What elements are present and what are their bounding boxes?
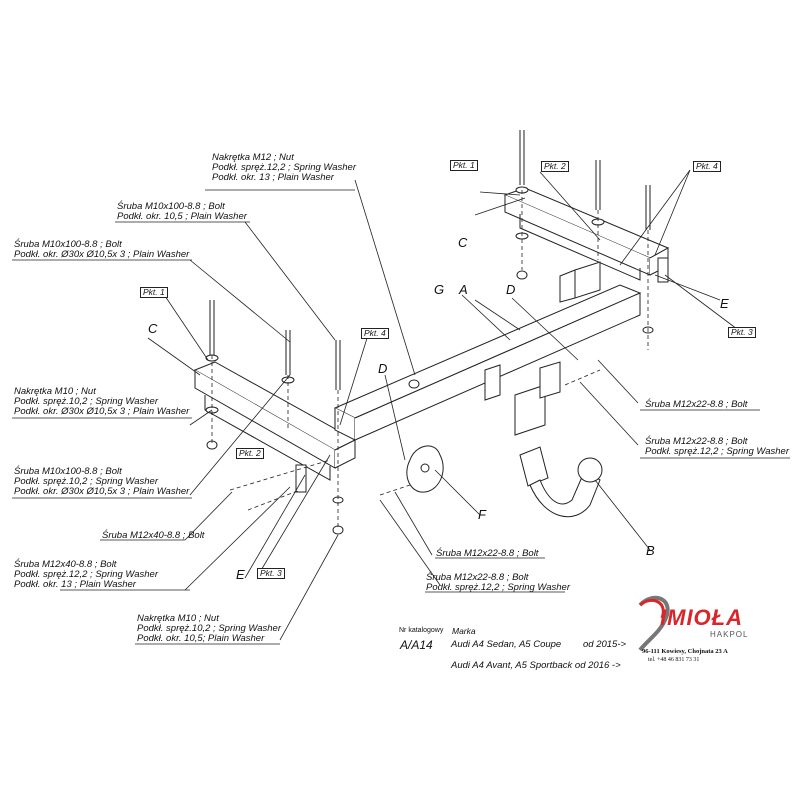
company-logo-text: IMIOŁA	[660, 605, 743, 630]
label-nut-m10-set: Nakrętka M10 ; Nut Podkł. spręż.10,2 ; S…	[137, 614, 281, 644]
label-bolt-m10-top: Śruba M10x100-8.8 ; Bolt Podkł. okr. 10,…	[117, 202, 247, 222]
label-bolt-m12x40-set: Śruba M12x40-8.8 ; Bolt Podkł. spręż.12,…	[14, 560, 158, 590]
point-4-right: Pkt. 4	[693, 161, 721, 172]
label-nut-m10: Nakrętka M10 ; Nut Podkł. spręż.10,2 ; S…	[14, 387, 189, 417]
part-letter-b: B	[646, 543, 655, 558]
company-sub: HAKPOL	[710, 630, 749, 639]
text: Podkł. spręż.12,2 ; Spring Washer	[212, 162, 356, 173]
label-bolt-m10-low: Śruba M10x100-8.8 ; Bolt Podkł. spręż.10…	[14, 467, 189, 497]
text: Podkł. spręż.10,2 ; Spring Washer	[137, 623, 281, 634]
main-beam-a	[333, 261, 642, 441]
company-logo-mark	[638, 595, 670, 652]
text: Podkł. spręż.10,2 ; Spring Washer	[14, 396, 158, 407]
label-bolt-m12x22-center: Śruba M12x22-8.8 ; Bolt	[436, 548, 539, 559]
part-letter-c-left: C	[148, 321, 158, 336]
part-letter-c-right: C	[458, 235, 468, 250]
label-bolt-m10-left: Śruba M10x100-8.8 ; Bolt Podkł. okr. Ø30…	[14, 240, 189, 260]
point-3-left: Pkt. 3	[257, 568, 285, 579]
label-bolt-m12x22-right-set: Śruba M12x22-8.8 ; Bolt Podkł. spręż.12,…	[645, 437, 789, 457]
text: Podkł. okr. 10,5; Plain Washer	[137, 633, 265, 644]
text: Podkł. spręż.12,2 ; Spring Washer	[645, 446, 789, 457]
text: Podkł. okr. 13 ; Plain Washer	[14, 579, 136, 590]
text: Śruba M10x100-8.8 ; Bolt	[117, 201, 225, 212]
label-bolt-m12x22-bottom: Śruba M12x22-8.8 ; Bolt Podkł. spręż.12,…	[426, 573, 570, 593]
tow-ball-b	[519, 446, 603, 518]
part-letter-e-left: E	[236, 567, 245, 582]
catalog-number: A/A14	[400, 638, 433, 652]
catalog-number-label: Nr katalogowy	[399, 627, 444, 634]
label-bolt-m12x40: Śruba M12x40-8.8 ; Bolt	[102, 530, 205, 541]
ball-mount-bracket	[484, 361, 561, 436]
point-1-right: Pkt. 1	[450, 160, 478, 171]
text: Podkł. spręż.12,2 ; Spring Washer	[426, 582, 570, 593]
text: Podkł. okr. Ø30x Ø10,5x 3 ; Plain Washer	[14, 249, 190, 260]
vehicle-model-1-year: od 2015->	[583, 639, 627, 650]
text: Śruba M12x22-8.8 ; Bolt	[426, 572, 529, 583]
label-bolt-m12x22-right: Śruba M12x22-8.8 ; Bolt	[645, 399, 748, 410]
part-letter-g: G	[434, 282, 445, 297]
text: Podkł. okr. Ø30x Ø10,5x 3 ; Plain Washer	[14, 486, 190, 497]
socket-plate-f	[406, 445, 444, 493]
spacer-tubes-e	[295, 257, 669, 493]
vehicle-model-1: Audi A4 Sedan, A5 Coupe	[451, 639, 562, 650]
text: Podkł. okr. 13 ; Plain Washer	[212, 172, 334, 183]
text: Nakrętka M10 ; Nut	[137, 613, 219, 624]
vehicle-model-2: Audi A4 Avant, A5 Sportback od 2016 ->	[451, 660, 621, 671]
text: Podkł. spręż.12,2 ; Spring Washer	[14, 569, 158, 580]
point-3-right: Pkt. 3	[728, 327, 756, 338]
text: Nakrętka M12 ; Nut	[212, 152, 294, 163]
company-address: 96-111 Kowiesy, Chojnata 23 A	[642, 648, 728, 655]
part-letter-d-left: D	[378, 361, 388, 376]
part-letter-f: F	[478, 507, 486, 522]
text: Śruba M10x100-8.8 ; Bolt	[14, 239, 122, 250]
point-2-left: Pkt. 2	[236, 448, 264, 459]
text: Śruba M12x40-8.8 ; Bolt	[14, 559, 117, 570]
text: Nakrętka M10 ; Nut	[14, 386, 96, 397]
text: Śruba M10x100-8.8 ; Bolt	[14, 466, 122, 477]
text: Podkł. spręż.10,2 ; Spring Washer	[14, 476, 158, 487]
label-nut-m12: Nakrętka M12 ; Nut Podkł. spręż.12,2 ; S…	[212, 153, 356, 183]
point-1-left: Pkt. 1	[140, 287, 168, 298]
part-letter-a: A	[459, 282, 468, 297]
company-phone: tel. +48 46 831 73 31	[648, 657, 700, 663]
bolts	[209, 130, 651, 390]
point-4-left: Pkt. 4	[361, 328, 389, 339]
part-letter-e-right: E	[720, 296, 729, 311]
text: Podkł. okr. 10,5 ; Plain Washer	[117, 211, 247, 222]
text: Podkł. okr. Ø30x Ø10,5x 3 ; Plain Washer	[14, 406, 190, 417]
left-bracket-c	[193, 361, 357, 481]
part-letter-d-top: D	[506, 282, 516, 297]
brand-label: Marka	[452, 626, 476, 636]
text: Śruba M12x22-8.8 ; Bolt	[645, 436, 748, 447]
point-2-right: Pkt. 2	[541, 161, 569, 172]
